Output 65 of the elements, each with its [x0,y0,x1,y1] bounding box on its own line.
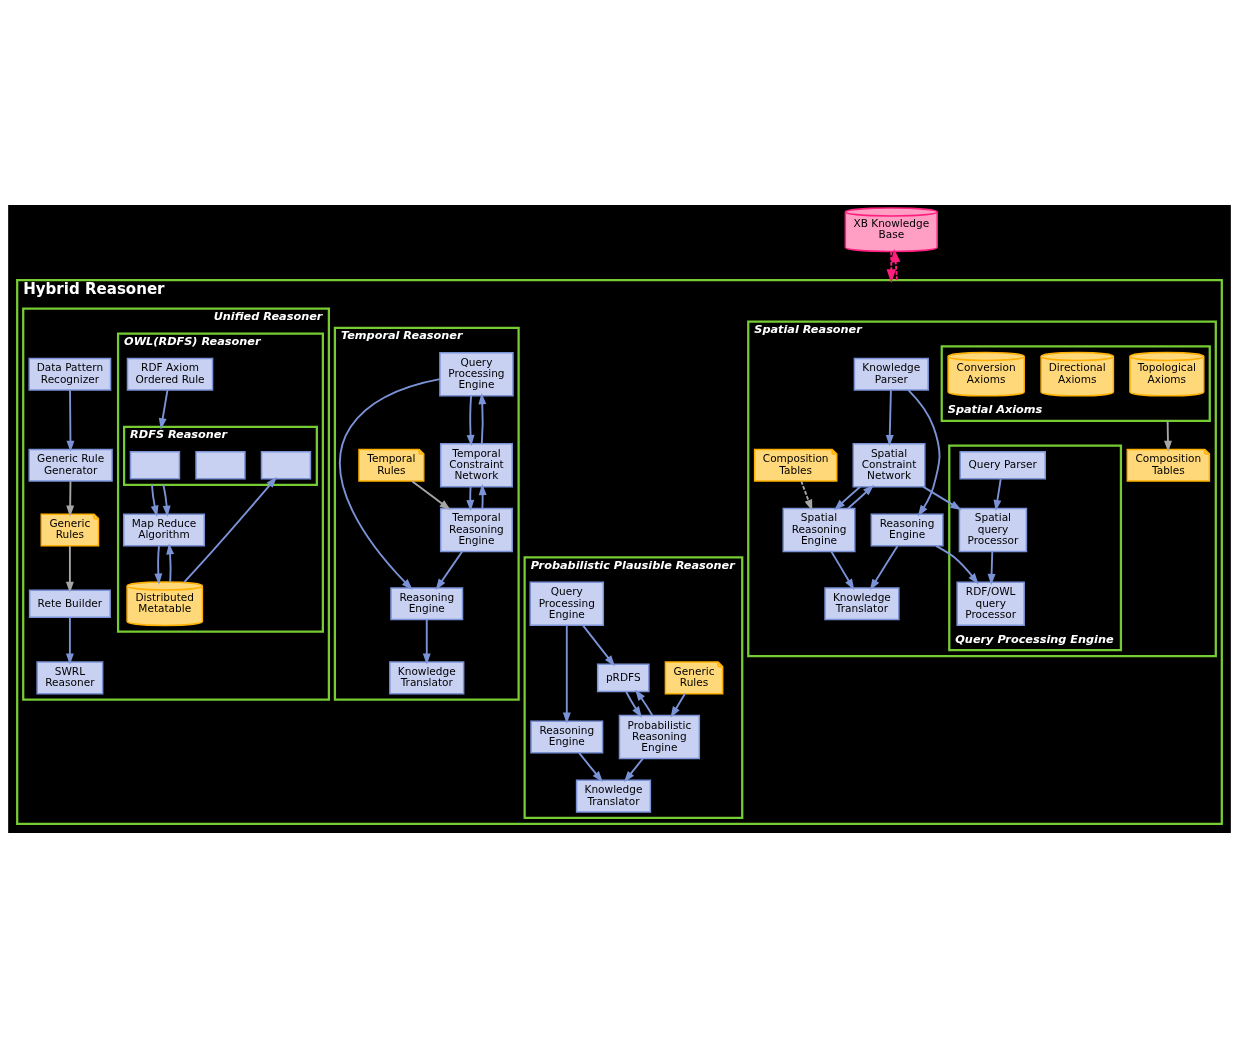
arrow [478,392,487,445]
arrow [65,545,74,593]
node-box: RDF Axiom Ordered Rule [126,357,214,391]
node-box: SWRL Reasoner [36,661,104,695]
arrow [670,692,686,718]
arrow [1164,419,1172,453]
node-box [260,450,312,480]
arrow [922,485,962,511]
node-box: Generic Rule Generator [28,448,113,482]
node-box: Reasoning Engine [390,587,464,621]
arrow [166,543,175,583]
arrow [635,689,654,717]
arrow [339,378,441,590]
arrow [410,480,451,511]
arrow [65,616,74,665]
arrow [987,550,996,586]
arrow [422,618,431,665]
arrow [800,480,813,511]
arrow [830,550,855,591]
node-box: Temporal Reasoning Engine [439,507,513,553]
node-box: Query Processing Engine [529,581,605,626]
node-box: Query Processing Engine [439,352,514,397]
arrow [907,389,941,517]
node-box: Query Parser [959,450,1046,480]
node-box: pRDFS [596,663,650,693]
arrow [478,483,487,510]
node-box: Reasoning Engine [530,720,604,754]
arrow [886,250,897,283]
node-box: Probabilistic Reasoning Engine [618,714,701,760]
arrow [154,545,163,585]
arrow [183,476,277,583]
arrow [885,389,894,447]
arrow [66,389,75,453]
node-box: Reasoning Engine [870,513,944,547]
arrow [993,478,1002,512]
arrow [846,484,875,510]
node-box: Temporal Constraint Network [439,443,513,488]
node-box: Spatial Constraint Network [852,443,926,488]
arrow [582,624,616,667]
arrow [834,485,862,511]
node-box: Knowledge Parser [853,357,929,391]
node-box: Knowledge Translator [824,587,900,621]
arrow [150,483,159,517]
arrow [562,624,571,724]
node-box: Map Reduce Algorithm [122,513,206,547]
node-box: Spatial Reasoning Engine [782,507,856,553]
arrow [66,480,75,517]
arrow [625,690,642,718]
node-box [129,450,181,480]
node-box: RDF/OWL query Processor [956,581,1025,626]
node-box [195,450,246,480]
arrow [890,248,901,282]
arrow [623,757,644,783]
arrow [158,389,169,430]
arrow [466,485,475,512]
arrow [435,550,464,591]
arrow [162,483,171,517]
arrow [869,545,899,591]
node-box: Rete Builder [28,589,111,619]
arrow [578,751,603,783]
arrow [466,394,475,447]
node-box: Data Pattern Recognizer [28,357,112,391]
node-box: Spatial query Processor [958,507,1028,553]
node-box: Knowledge Translator [575,779,652,813]
node-box: Knowledge Translator [389,661,465,695]
